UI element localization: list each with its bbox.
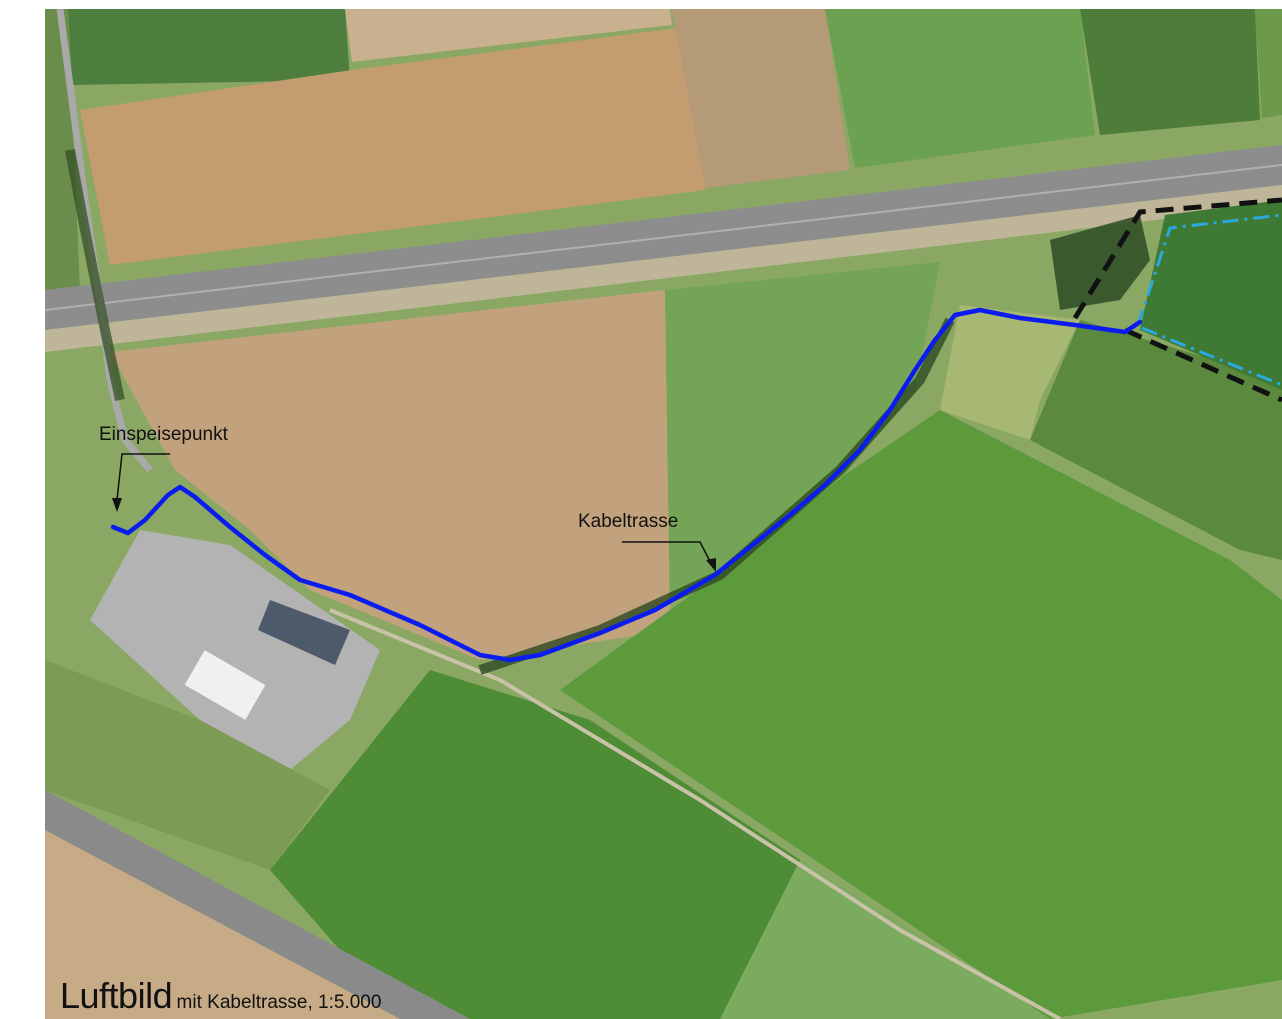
cable-route[interactable] <box>110 307 1143 663</box>
aerial-map[interactable] <box>45 9 1282 1019</box>
map-title: Luftbild mit Kabeltrasse, 1:5.000 <box>60 975 381 1017</box>
field-middle-green <box>665 262 940 600</box>
farm-track <box>329 608 1061 1019</box>
motorway-median <box>45 164 1282 311</box>
map-title-subtitle: mit Kabeltrasse, 1:5.000 <box>176 992 382 1013</box>
boundary-black-dashed-east <box>1123 327 1282 403</box>
feed-point-arrow <box>112 498 122 512</box>
service-area <box>90 530 380 770</box>
field-north-2 <box>345 9 672 62</box>
boundary-blue-dashed <box>1136 213 1282 326</box>
solar-roof <box>258 600 350 665</box>
field-south-brown <box>110 290 670 660</box>
field-south-corner <box>720 860 1050 1019</box>
field-north-6 <box>1080 9 1260 135</box>
boundary-black-dashed <box>1072 197 1282 320</box>
motorway-verge <box>45 185 1282 352</box>
cable-route-leader <box>622 541 713 566</box>
boundary-blue-dashed-east <box>1141 326 1282 387</box>
tree-row-west <box>65 149 125 402</box>
field-south-mid <box>270 670 800 1019</box>
field-east-2 <box>1030 320 1282 560</box>
field-west-strip <box>45 9 80 295</box>
cable-route-label: Kabeltrasse <box>578 511 679 532</box>
cable-route-arrow <box>706 558 716 572</box>
field-west-green <box>45 660 330 870</box>
service-building <box>184 650 266 720</box>
field-north-3 <box>80 25 705 265</box>
field-north-5 <box>825 9 1095 168</box>
field-southwest <box>45 830 400 1019</box>
field-east-1 <box>940 305 1080 440</box>
field-north-4 <box>672 9 850 188</box>
road-southwest <box>45 790 470 1019</box>
field-north-7 <box>1255 9 1282 118</box>
map-title-main: Luftbild <box>60 975 173 1016</box>
feed-point-leader <box>116 453 170 501</box>
feed-point-label: Einspeisepunkt <box>99 424 228 445</box>
field-north-1 <box>68 9 350 85</box>
